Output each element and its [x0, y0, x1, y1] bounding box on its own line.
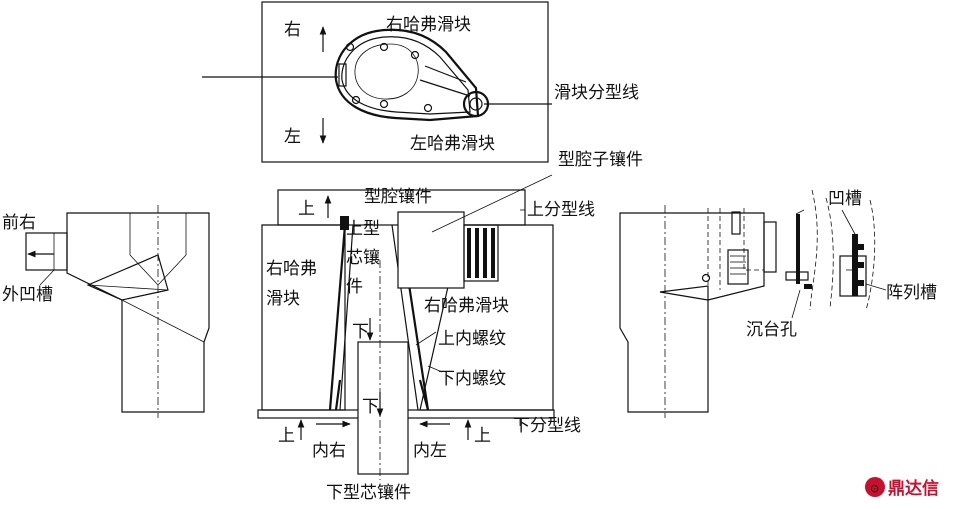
label-right-slider-side-1: 右哈弗: [266, 259, 317, 279]
cavity-sub-insert: [397, 211, 465, 289]
label-array-groove: 阵列槽: [886, 283, 937, 303]
label-right-slider-top: 右哈弗滑块: [386, 15, 471, 35]
label-right-slider-side-2: 滑块: [266, 289, 300, 309]
label-cavity-insert: 型腔镶件: [364, 186, 432, 207]
top-view: 右 左 右哈弗滑块 左哈弗滑块 滑块分型线: [202, 1, 639, 163]
label-left: 左: [284, 127, 301, 147]
left-body-outline: [66, 212, 210, 413]
label-inner-right: 内右: [312, 441, 346, 461]
label-upper-core-3: 件: [346, 277, 363, 297]
label-lower-parting-line: 下分型线: [513, 416, 581, 436]
right-body-outline: [619, 212, 765, 413]
label-left-slider-top: 左哈弗滑块: [410, 134, 495, 154]
label-inner-left: 内左: [413, 441, 447, 461]
label-up-left: 上: [278, 426, 295, 446]
label-down-inner: 下: [362, 397, 379, 417]
label-up-right: 上: [474, 426, 491, 446]
top-view-frame: [261, 1, 549, 163]
left-view: 前右 外凹槽: [2, 205, 210, 418]
label-down-core: 下: [352, 322, 369, 342]
label-upper-parting-line: 上分型线: [527, 200, 595, 220]
label-cavity-sub-insert: 型腔子镶件: [558, 149, 643, 170]
brand-logo-icon: [865, 477, 885, 497]
lower-core-insert: [357, 341, 409, 475]
counterbore-detail: [785, 189, 818, 311]
center-view: 上 型腔镶件 型腔子镶件 上分型线 右哈弗 滑块 上型 芯镶 件 右哈弗滑块 下…: [257, 149, 643, 503]
label-upper-core-1: 上型: [346, 219, 380, 239]
top-slider-body: [334, 28, 490, 122]
label-outer-groove: 外凹槽: [2, 285, 53, 305]
array-groove-detail: [825, 197, 876, 311]
label-upper-core-2: 芯镶: [346, 247, 380, 268]
label-groove: 凹槽: [828, 189, 862, 209]
brand-watermark: ⊙ 鼎达信: [865, 477, 939, 499]
svg-text:⊙: ⊙: [870, 482, 879, 495]
label-slider-parting-line: 滑块分型线: [554, 83, 639, 103]
label-upper-thread: 上内螺纹: [438, 329, 506, 349]
right-view: 凹槽 阵列槽 沉台孔: [619, 189, 937, 418]
label-counterbore: 沉台孔: [746, 320, 797, 340]
left-outer-groove: [25, 232, 68, 271]
label-front-right: 前右: [2, 213, 36, 233]
thread-block: [463, 224, 499, 282]
label-lower-thread: 下内螺纹: [438, 369, 506, 389]
label-lower-core-insert: 下型芯镶件: [326, 482, 411, 503]
label-right-slider-inner: 右哈弗滑块: [424, 296, 509, 316]
brand-name: 鼎达信: [888, 478, 939, 499]
label-up-top: 上: [298, 199, 315, 219]
label-right: 右: [284, 20, 301, 40]
